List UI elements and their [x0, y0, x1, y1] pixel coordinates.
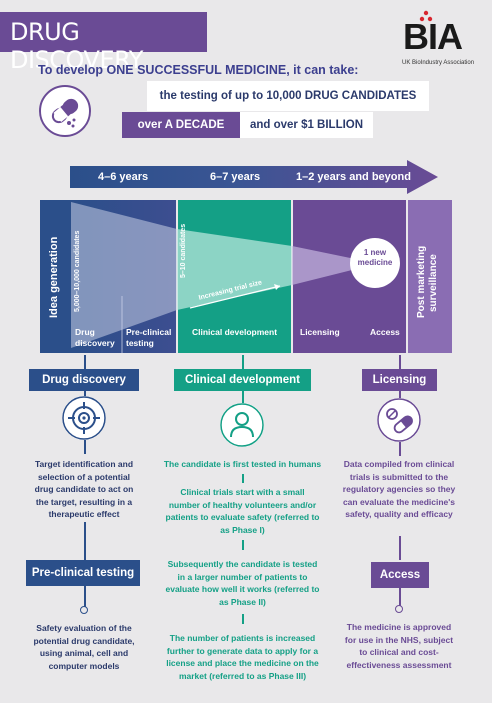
clinical-development-heading: Clinical development	[174, 369, 311, 391]
drug-discovery-text: Target identification and selection of a…	[34, 459, 134, 519]
access-text: The medicine is approved for use in the …	[344, 622, 454, 670]
timeline-phase2: 6–7 years	[210, 171, 261, 183]
preclinical-heading: Pre-clinical testing	[26, 560, 140, 586]
access-stage-label: Access	[370, 327, 400, 337]
candidates-5000-label: 5,000–10,000 candidates	[74, 230, 81, 312]
post-marketing-line2: surveillance	[428, 254, 439, 312]
connector-line	[84, 355, 86, 369]
connector-line	[399, 355, 401, 369]
timeline-phase1: 4–6 years	[98, 171, 149, 183]
clinical-text-1: The candidate is first tested in humans	[163, 459, 322, 469]
licensing-stage-label: Licensing	[300, 327, 340, 337]
connector-dot	[395, 605, 403, 613]
new-medicine-line2: medicine	[357, 258, 393, 267]
preclinical-line1: Pre-clinical	[126, 327, 172, 337]
licensing-heading: Licensing	[362, 369, 437, 391]
post-marketing-line1: Post marketing	[416, 245, 427, 318]
person-icon	[220, 403, 264, 447]
new-medicine-line1: 1 new	[363, 248, 387, 257]
connector-line	[242, 474, 244, 483]
target-icon	[62, 396, 106, 440]
bia-logo: BIA	[403, 16, 463, 57]
decade-box: over A DECADE	[122, 112, 240, 138]
preclinical-line2: testing	[126, 338, 154, 348]
post-marketing-label: Post marketing surveillance	[416, 246, 440, 318]
capsule-icon	[377, 398, 421, 442]
connector-line	[242, 391, 244, 405]
timeline-phase3: 1–2 years and beyond	[296, 171, 411, 183]
clinical-text-2: Clinical trials start with a small numbe…	[165, 487, 320, 535]
preclinical-stage-label: Pre-clinical testing	[126, 327, 171, 349]
clinical-text-3: Subsequently the candidate is tested in …	[165, 559, 320, 607]
connector-dot	[80, 606, 88, 614]
connector-line	[242, 614, 244, 624]
intro-post: , it can take:	[286, 63, 359, 77]
intro-strong: ONE SUCCESSFUL MEDICINE	[106, 63, 287, 77]
preclinical-text: Safety evaluation of the potential drug …	[33, 623, 135, 671]
access-heading: Access	[371, 562, 429, 588]
logo-subtitle: UK BioIndustry Association	[402, 60, 475, 66]
drug-discovery-line1: Drug	[75, 327, 95, 337]
timeline-arrow	[70, 160, 438, 194]
clinical-text-4: The number of patients is increased furt…	[166, 633, 319, 681]
drug-discovery-heading: Drug discovery	[29, 369, 139, 391]
licensing-text: Data compiled from clinical trials is su…	[342, 459, 456, 519]
connector-line	[84, 522, 86, 560]
connector-line	[242, 540, 244, 550]
pipeline-diagram	[40, 200, 452, 353]
new-medicine-label: 1 new medicine	[350, 248, 400, 268]
clinical-stage-label: Clinical development	[192, 327, 278, 337]
candidates-box: the testing of up to 10,000 DRUG CANDIDA…	[147, 81, 429, 111]
intro-line: To develop ONE SUCCESSFUL MEDICINE, it c…	[38, 63, 358, 77]
pill-icon	[39, 85, 91, 137]
title-bar: DRUG DISCOVERY	[0, 12, 207, 74]
page-title: DRUG DISCOVERY	[10, 18, 143, 74]
idea-generation-label: Idea generation	[48, 236, 60, 318]
connector-line	[84, 440, 86, 454]
candidates-5-10-label: 5–10 candidates	[180, 223, 187, 278]
billion-box: and over $1 BILLION	[240, 112, 373, 138]
connector-line	[84, 586, 86, 610]
connector-line	[399, 442, 401, 456]
drug-discovery-line2: discovery	[75, 338, 115, 348]
logo-molecule-icon	[419, 10, 433, 22]
connector-line	[242, 355, 244, 369]
drug-discovery-stage-label: Drug discovery	[75, 327, 115, 349]
connector-line	[399, 588, 401, 608]
connector-line	[399, 536, 401, 560]
intro-pre: To develop	[38, 63, 107, 77]
